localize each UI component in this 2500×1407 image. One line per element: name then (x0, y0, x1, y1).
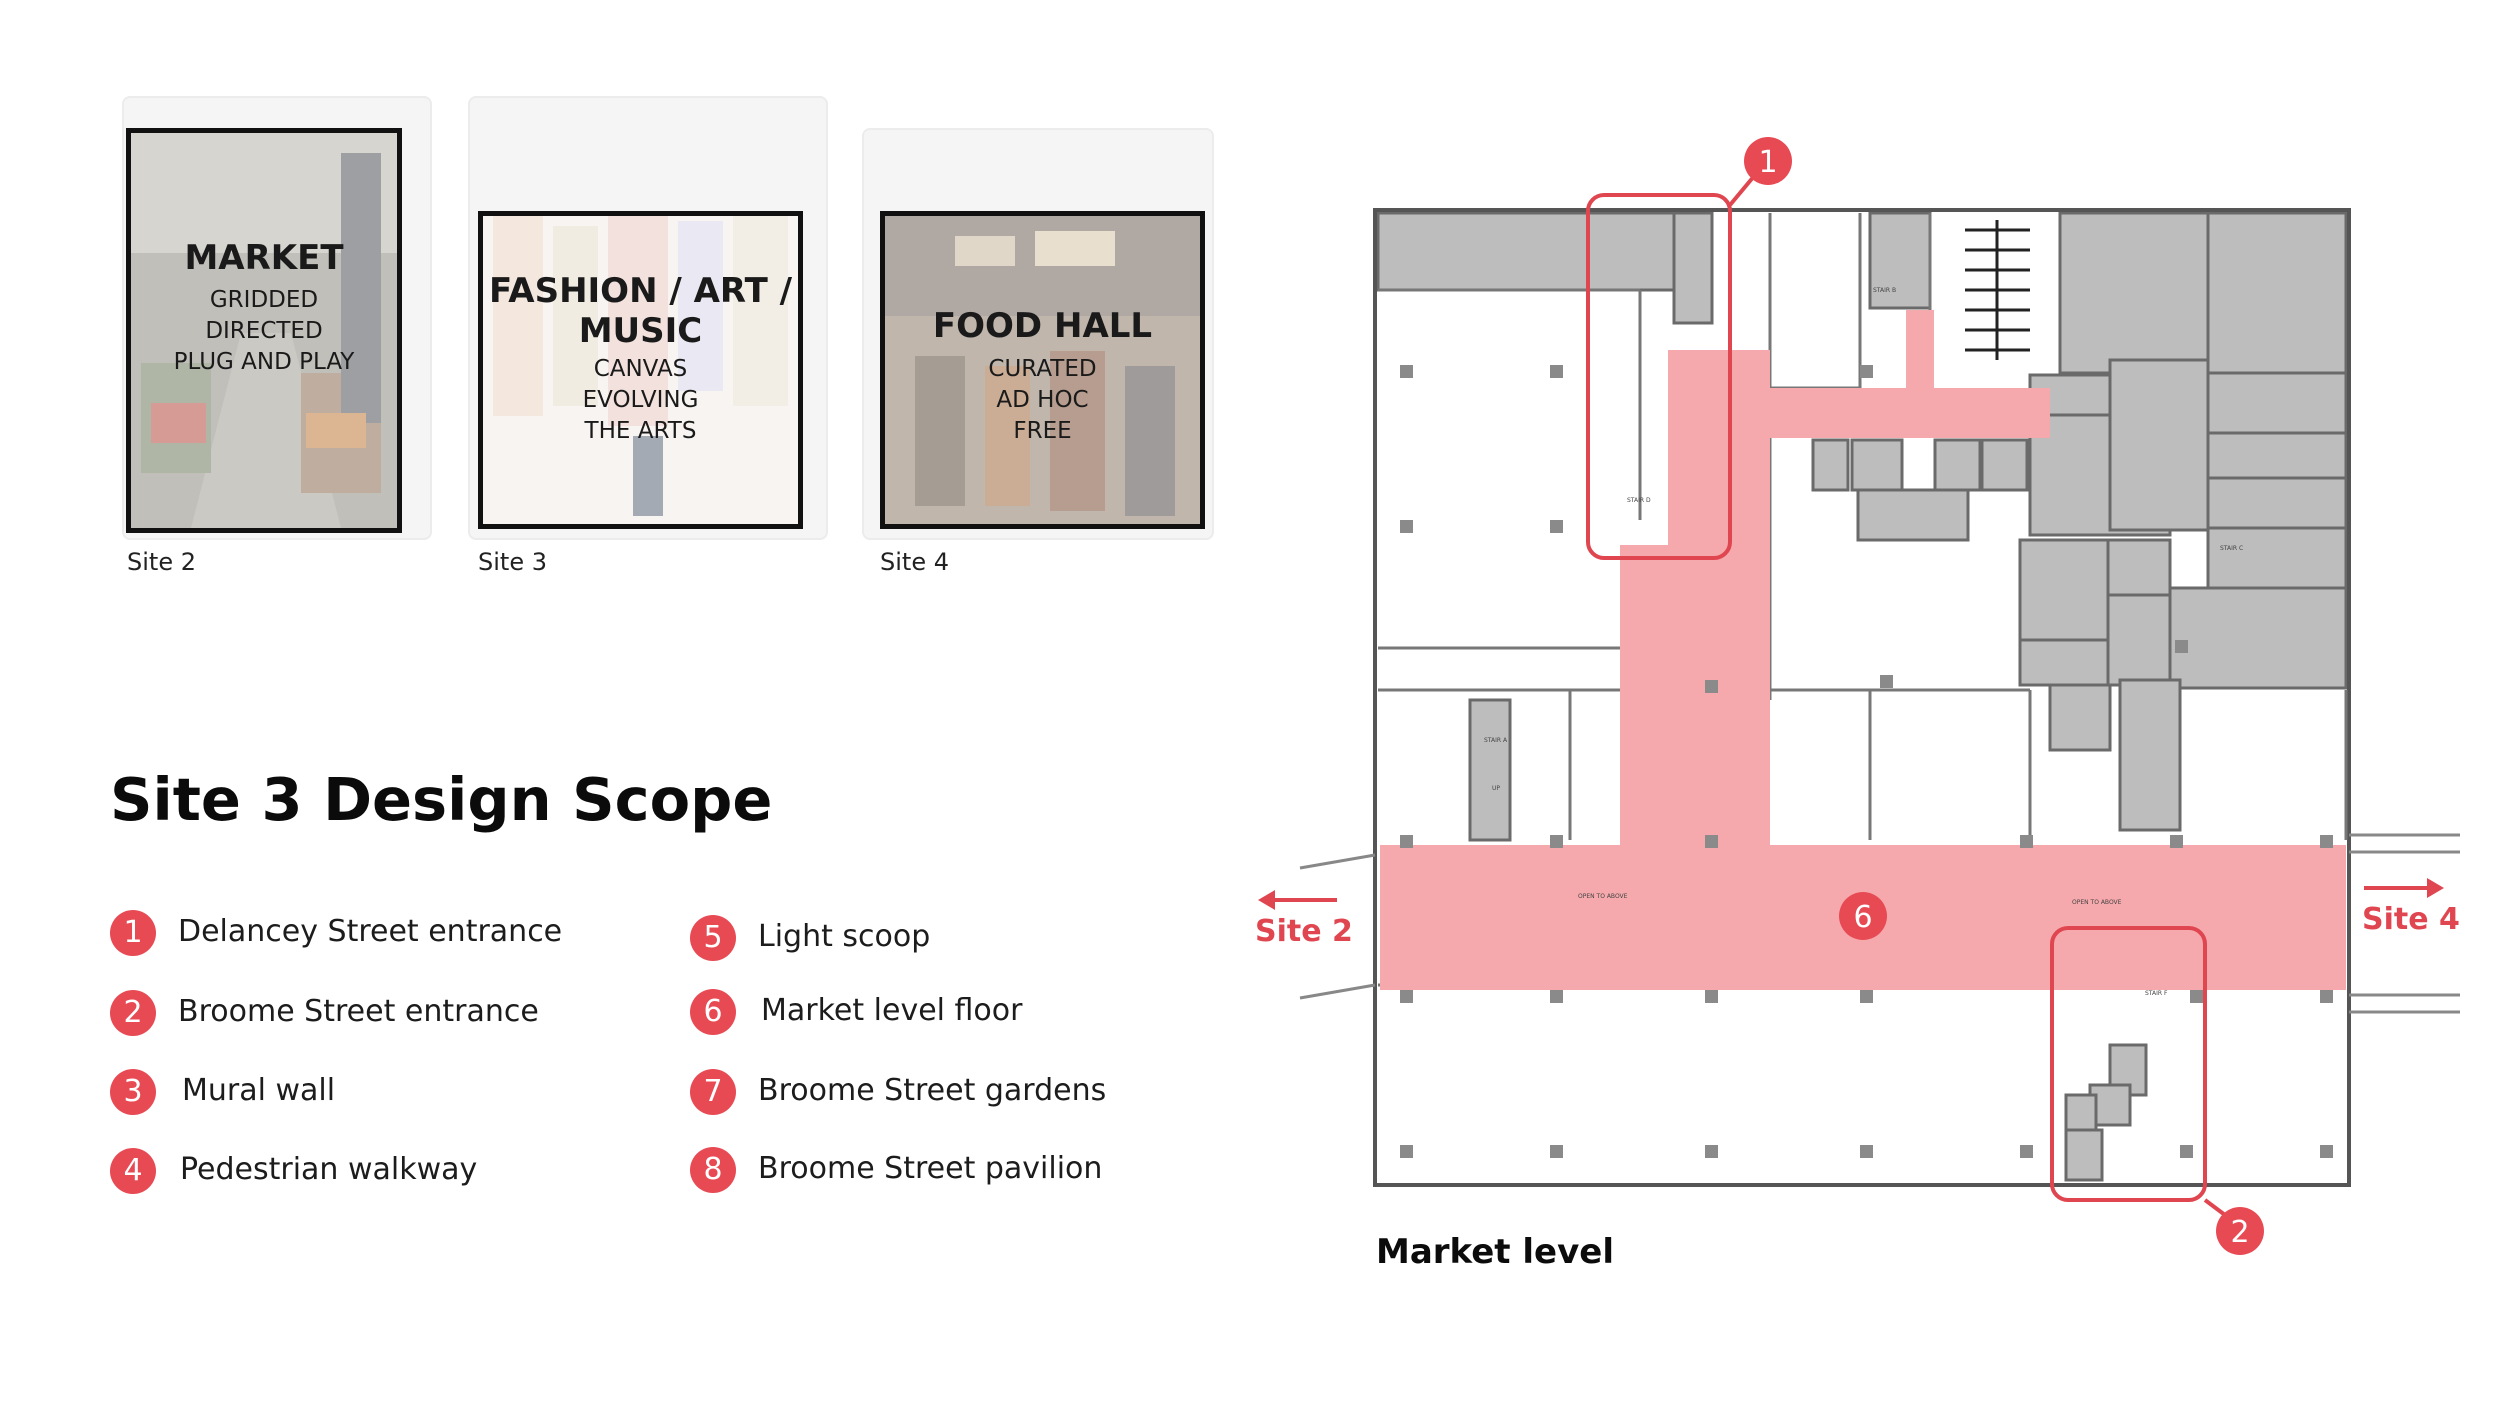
site-3-line-1: CANVAS (593, 356, 688, 382)
callout-leader-1 (1728, 173, 1757, 207)
marker-2-label: 2 (2230, 1215, 2249, 1250)
room-label-stair-b: STAIR B (1873, 287, 1896, 294)
marker-6-label: 6 (1853, 900, 1872, 935)
scope-item-number: 1 (110, 910, 156, 956)
scope-item-label: Light scoop (758, 919, 931, 954)
scope-item-label: Broome Street pavilion (758, 1151, 1103, 1186)
arrow-east-head (2427, 878, 2444, 898)
room-label-stair-c: STAIR C (2220, 545, 2243, 552)
site-4-title: FOOD HALL (932, 306, 1153, 346)
east-site-label: Site 4 (2362, 902, 2460, 937)
scope-item-label: Broome Street entrance (178, 994, 539, 1029)
scope-item-number: 3 (110, 1069, 156, 1115)
callout-leader-2 (2203, 1198, 2227, 1217)
site-3-thumbnail: FASHION / ART / MUSIC CANVAS EVOLVING TH… (478, 211, 803, 529)
west-site-label: Site 2 (1255, 914, 1353, 949)
plan-caption: Market level (1376, 1232, 1614, 1272)
site-3-line-2: EVOLVING (582, 387, 699, 413)
scope-item-number: 2 (110, 990, 156, 1036)
plan-stair-treads (1965, 220, 2030, 360)
scope-item-number: 7 (690, 1069, 736, 1115)
room-label-up: UP (1492, 785, 1500, 792)
site-2-title: MARKET (184, 238, 344, 278)
plan-outline (1373, 208, 2351, 1187)
plan-connectors (1299, 833, 2460, 1014)
food-hall-photo (885, 216, 1200, 524)
site-2-line-2: DIRECTED (205, 318, 323, 344)
callout-box-2 (2050, 926, 2207, 1202)
plan-room-labels: STAIR D STAIR B STAIR A UP STAIR C STAIR… (1484, 287, 2243, 997)
plan-callouts (1586, 173, 2227, 1217)
room-label-open-left: OPEN TO ABOVE (1578, 893, 1628, 900)
site-2-thumbnail: MARKET GRIDDED DIRECTED PLUG AND PLAY (126, 128, 402, 533)
site-4-line-3: FREE (1013, 418, 1072, 444)
site-4-thumbnail: FOOD HALL CURATED AD HOC FREE (880, 211, 1205, 529)
callout-box-1 (1586, 193, 1732, 560)
market-photo (131, 133, 397, 528)
site-2-line-3: PLUG AND PLAY (173, 349, 355, 375)
scope-item-label: Mural wall (182, 1073, 336, 1108)
plan-markers: 1 2 6 (1744, 137, 2264, 1255)
scope-item-number: 8 (690, 1147, 736, 1193)
plan-arrows (1258, 878, 2444, 910)
marker-6 (1839, 892, 1887, 940)
room-label-open-right: OPEN TO ABOVE (2072, 899, 2122, 906)
site-3-title-line-2: MUSIC (578, 311, 703, 351)
scope-item-label: Pedestrian walkway (180, 1152, 478, 1187)
marker-1 (1744, 137, 1792, 185)
marker-1-label: 1 (1758, 145, 1777, 180)
site-4-caption: Site 4 (880, 548, 949, 576)
site-3-title-line-1: FASHION / ART / (488, 271, 793, 311)
scope-item-number: 5 (690, 915, 736, 961)
arrow-west-head (1258, 890, 1275, 910)
scope-item-label: Delancey Street entrance (178, 914, 563, 949)
scope-item-number: 4 (110, 1148, 156, 1194)
room-label-stair-d: STAIR D (1627, 497, 1651, 504)
plan-gray-rooms (1376, 211, 2348, 1182)
site-4-line-2: AD HOC (996, 387, 1089, 413)
site-3-line-3: THE ARTS (584, 418, 697, 444)
site-2-caption: Site 2 (127, 548, 196, 576)
room-label-stair-f: STAIR F (2145, 990, 2168, 997)
scope-item-number: 6 (690, 989, 736, 1035)
marker-2 (2216, 1207, 2264, 1255)
scope-item-label: Market level floor (761, 993, 1023, 1028)
site-3-caption: Site 3 (478, 548, 547, 576)
site-2-line-1: GRIDDED (209, 287, 319, 313)
scope-title: Site 3 Design Scope (110, 765, 773, 834)
site-4-line-1: CURATED (988, 356, 1097, 382)
fashion-art-photo (483, 216, 798, 524)
room-label-stair-a: STAIR A (1484, 737, 1508, 744)
scope-item-label: Broome Street gardens (758, 1073, 1107, 1108)
plan-columns (1400, 365, 2333, 1158)
